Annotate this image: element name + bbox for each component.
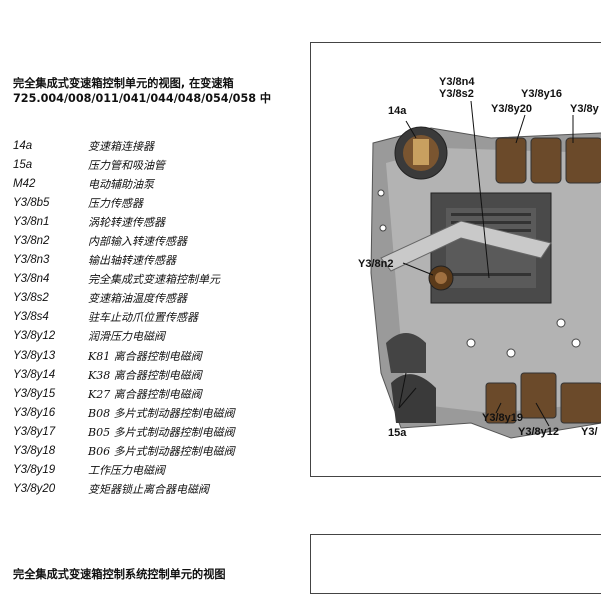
- legend-desc: 输出轴转速传感器: [88, 254, 176, 268]
- callout-y19: Y3/8y19: [482, 412, 523, 424]
- component-legend: 14a 变速箱连接器 15a 压力管和吸油管 M42 电动辅助油泵 Y3/8b5 压力传…: [13, 136, 303, 499]
- legend-desc: 电动辅助油泵: [88, 177, 154, 191]
- legend-desc: 润滑压力电磁阀: [88, 330, 165, 344]
- legend-desc: 涡轮转速传感器: [88, 215, 165, 229]
- legend-code: Y3/8s2: [13, 292, 49, 305]
- callout-15a: 15a: [388, 427, 407, 439]
- second-figure-frame: [310, 534, 601, 594]
- legend-desc: 工作压力电磁阀: [88, 464, 165, 478]
- legend-row: Y3/8y19 工作压力电磁阀: [13, 461, 303, 480]
- legend-code: Y3/8y14: [13, 368, 56, 381]
- callout-n4-label: Y3/8n4: [439, 76, 475, 88]
- callout-y16: Y3/8y16: [521, 88, 562, 100]
- legend-row: Y3/8y12 润滑压力电磁阀: [13, 327, 303, 346]
- legend-code: Y3/8y19: [13, 464, 56, 477]
- legend-code: Y3/8b5: [13, 196, 50, 209]
- legend-code: Y3/8y16: [13, 406, 56, 419]
- legend-desc: K81 离合器控制电磁阀: [88, 349, 202, 363]
- legend-desc: 驻车止动爪位置传感器: [88, 311, 198, 325]
- legend-code: Y3/8n2: [13, 235, 50, 248]
- callout-y20: Y3/8y20: [491, 103, 532, 115]
- legend-desc: 压力传感器: [88, 196, 143, 210]
- legend-code: M42: [13, 177, 36, 190]
- legend-desc: K38 离合器控制电磁阀: [88, 368, 202, 382]
- legend-code: Y3/8y17: [13, 425, 56, 438]
- page-title: 完全集成式变速箱控制单元的视图, 在变速箱 725.004/008/011/04…: [13, 76, 298, 106]
- legend-row: 14a 变速箱连接器: [13, 136, 303, 155]
- legend-row: Y3/8y16 B08 多片式制动器控制电磁阀: [13, 403, 303, 422]
- callout-y12: Y3/8y12: [518, 426, 559, 438]
- legend-row: Y3/8s2 变速箱油温度传感器: [13, 289, 303, 308]
- legend-desc: 完全集成式变速箱控制单元: [88, 273, 220, 287]
- legend-row: Y3/8y18 B06 多片式制动器控制电磁阀: [13, 442, 303, 461]
- callout-y-cut: Y3/8y: [570, 103, 599, 115]
- legend-row: Y3/8s4 驻车止动爪位置传感器: [13, 308, 303, 327]
- legend-code: 15a: [13, 158, 33, 171]
- title-line-2: 725.004/008/011/041/044/048/054/058 中: [13, 92, 272, 105]
- legend-desc: 变速箱油温度传感器: [88, 292, 187, 306]
- control-unit-figure: Y3/8n4 Y3/8s2 Y3/8y16 Y3/8y20 Y3/8y 14a …: [310, 42, 601, 477]
- legend-row: Y3/8n4 完全集成式变速箱控制单元: [13, 270, 303, 289]
- legend-code: Y3/8n4: [13, 273, 50, 286]
- callout-y3-cut: Y3/: [581, 426, 598, 438]
- legend-code: Y3/8n1: [13, 215, 50, 228]
- legend-desc: 压力管和吸油管: [88, 158, 165, 172]
- legend-row: Y3/8y14 K38 离合器控制电磁阀: [13, 365, 303, 384]
- second-section-title: 完全集成式变速箱控制系统控制单元的视图: [13, 568, 226, 581]
- legend-code: Y3/8s4: [13, 311, 49, 324]
- legend-row: Y3/8n2 内部输入转速传感器: [13, 231, 303, 250]
- callout-n4: Y3/8n4 Y3/8s2: [439, 76, 474, 100]
- legend-code: Y3/8y20: [13, 483, 56, 496]
- legend-row: 15a 压力管和吸油管: [13, 155, 303, 174]
- legend-code: 14a: [13, 139, 33, 152]
- legend-row: Y3/8b5 压力传感器: [13, 193, 303, 212]
- legend-desc: 变速箱连接器: [88, 139, 154, 153]
- legend-desc: K27 离合器控制电磁阀: [88, 387, 202, 401]
- legend-code: Y3/8y13: [13, 349, 56, 362]
- legend-desc: 变矩器锁止离合器电磁阀: [88, 483, 209, 497]
- legend-row: Y3/8y15 K27 离合器控制电磁阀: [13, 384, 303, 403]
- legend-code: Y3/8y18: [13, 445, 56, 458]
- legend-row: Y3/8n3 输出轴转速传感器: [13, 251, 303, 270]
- legend-row: Y3/8y20 变矩器锁止离合器电磁阀: [13, 480, 303, 499]
- callout-n2: Y3/8n2: [358, 258, 394, 270]
- legend-desc: B05 多片式制动器控制电磁阀: [88, 425, 235, 439]
- legend-desc: B08 多片式制动器控制电磁阀: [88, 406, 235, 420]
- control-unit-illustration: [370, 100, 601, 439]
- legend-code: Y3/8y15: [13, 387, 56, 400]
- legend-row: Y3/8n1 涡轮转速传感器: [13, 212, 303, 231]
- legend-row: Y3/8y13 K81 离合器控制电磁阀: [13, 346, 303, 365]
- legend-row: Y3/8y17 B05 多片式制动器控制电磁阀: [13, 422, 303, 441]
- legend-desc: 内部输入转速传感器: [88, 235, 187, 249]
- legend-row: M42 电动辅助油泵: [13, 174, 303, 193]
- callout-14a: 14a: [388, 105, 407, 117]
- title-line-1: 完全集成式变速箱控制单元的视图, 在变速箱: [13, 77, 234, 90]
- legend-code: Y3/8n3: [13, 254, 50, 267]
- callout-s2-label: Y3/8s2: [439, 88, 474, 100]
- legend-code: Y3/8y12: [13, 330, 56, 343]
- legend-desc: B06 多片式制动器控制电磁阀: [88, 445, 235, 459]
